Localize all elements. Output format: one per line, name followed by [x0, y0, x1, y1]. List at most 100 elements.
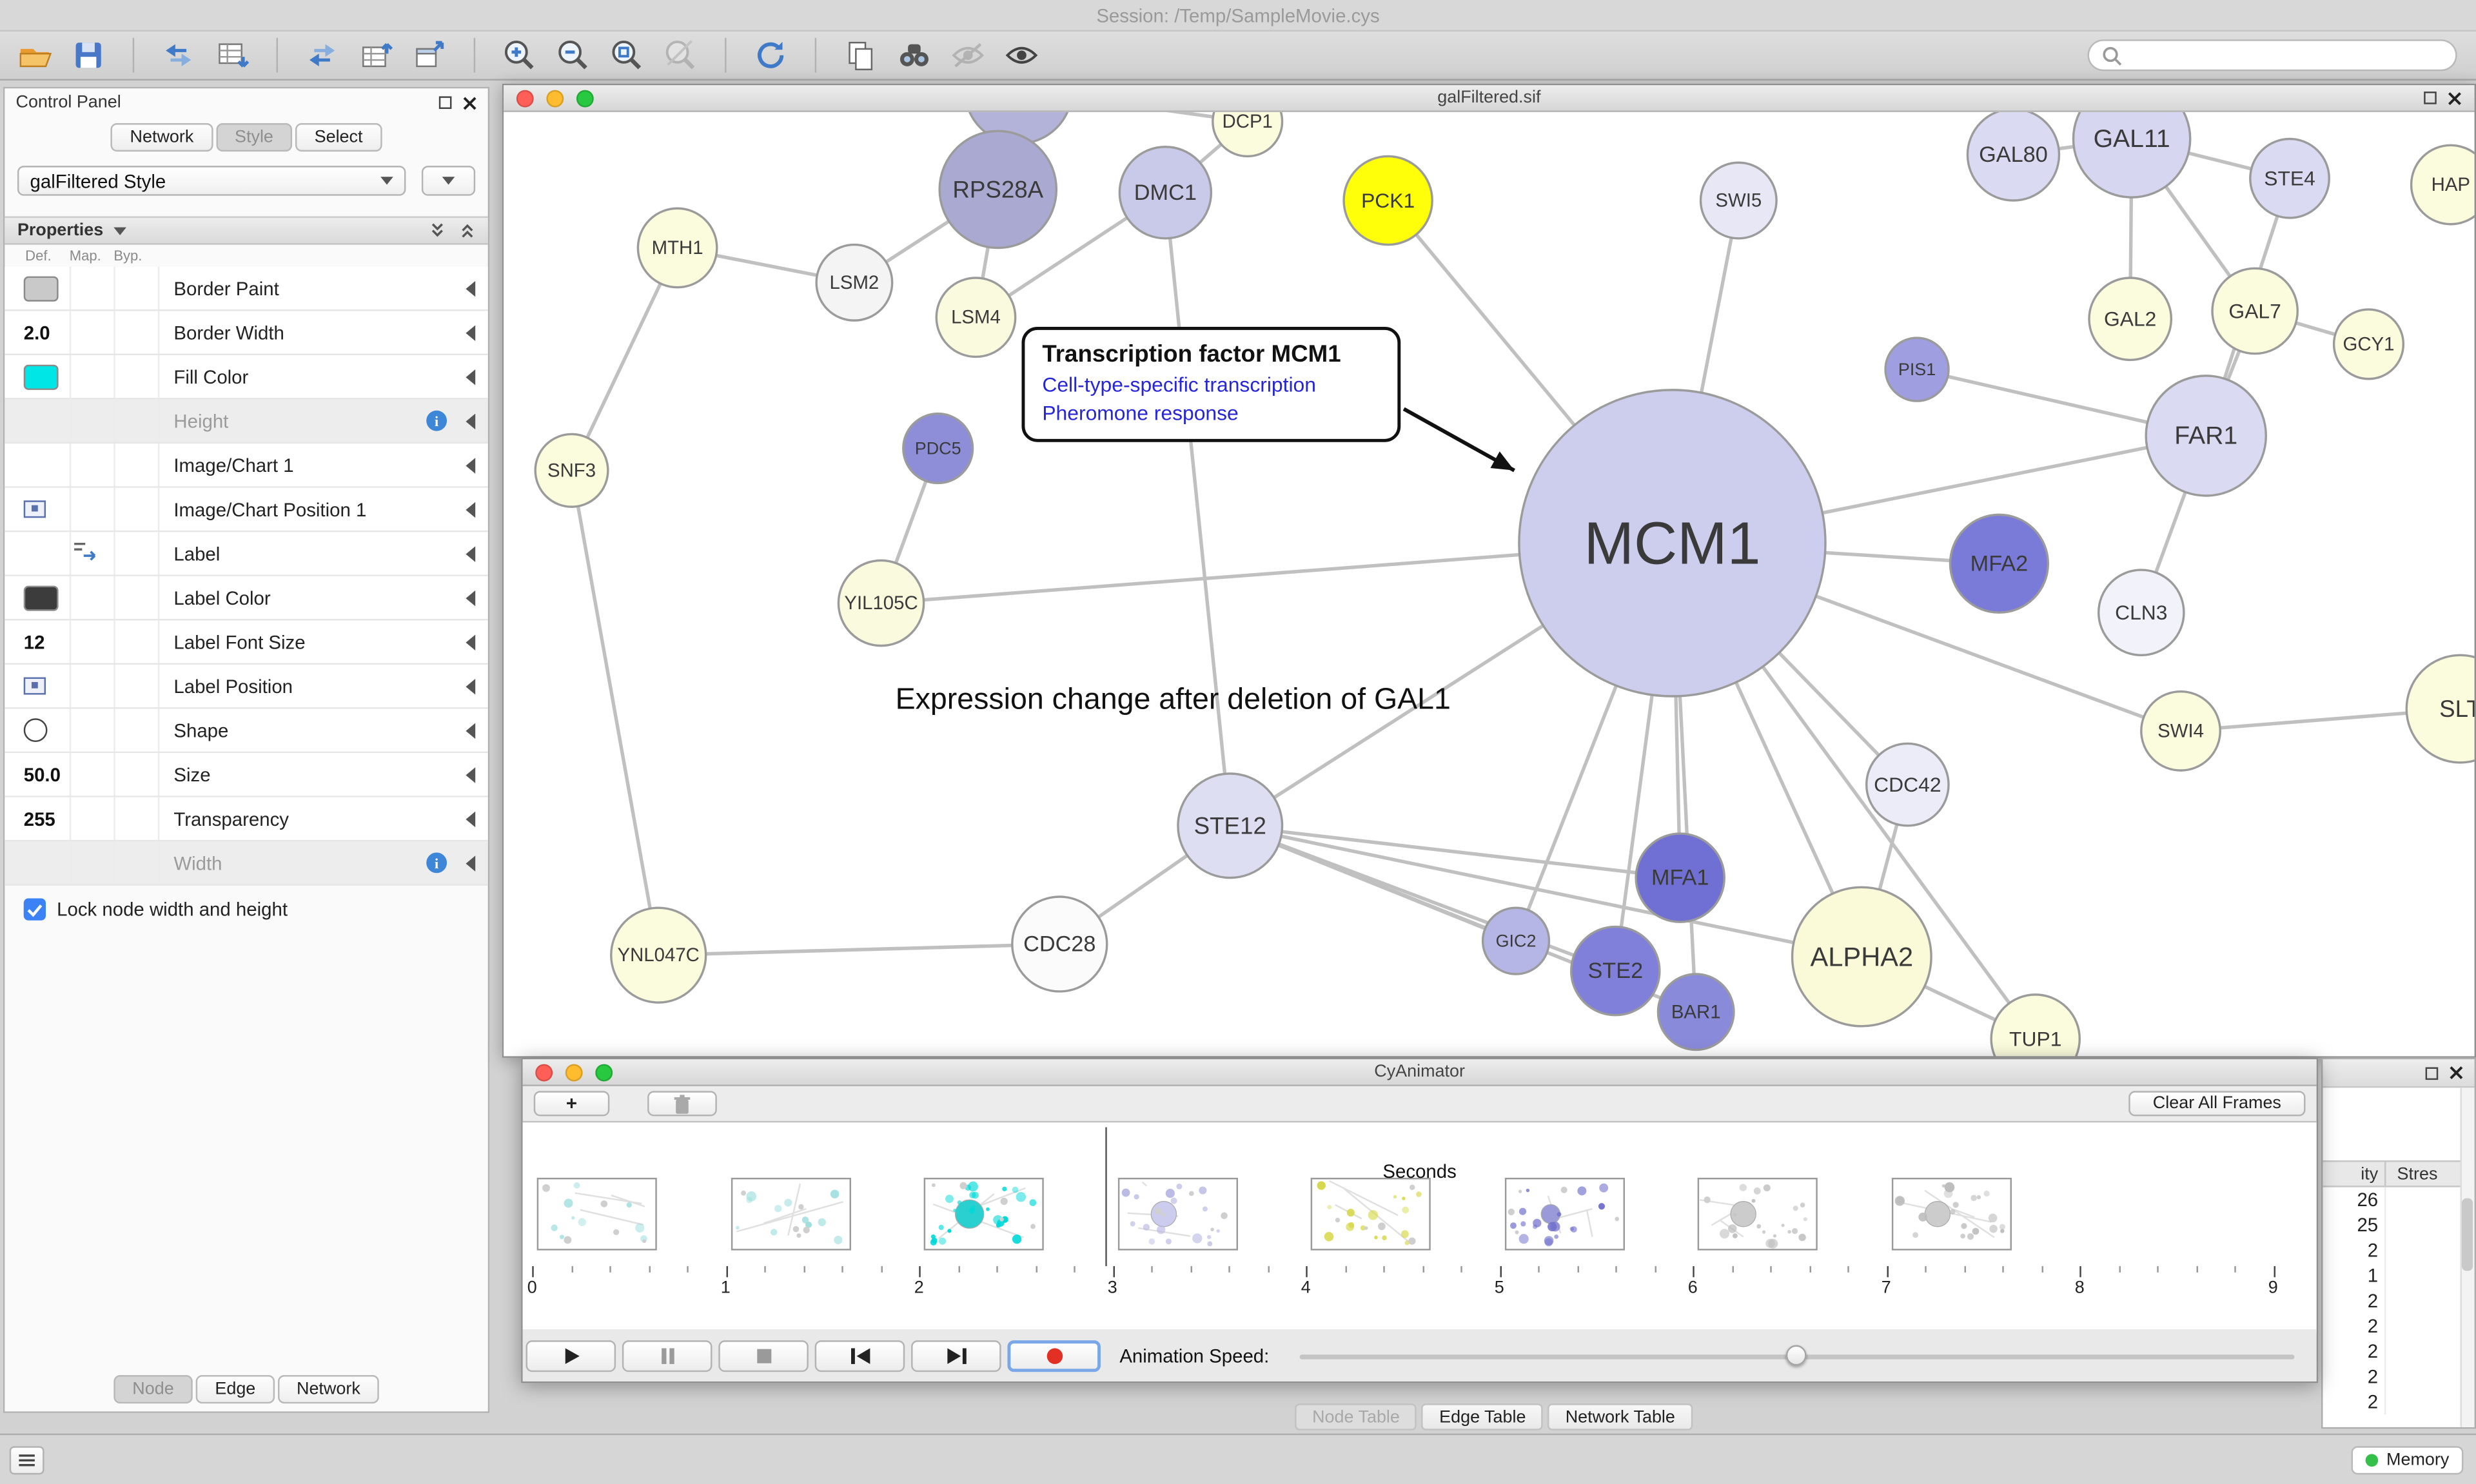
annotation-box[interactable]: Transcription factor MCM1 Cell-type-spec…: [1021, 326, 1401, 442]
expand-row-icon[interactable]: [466, 501, 476, 518]
property-row[interactable]: Label: [5, 532, 488, 576]
node-SLT[interactable]: [2405, 654, 2475, 764]
frame-thumbnail[interactable]: [730, 1177, 850, 1251]
default-cell[interactable]: [24, 532, 72, 575]
mapping-cell[interactable]: [71, 311, 115, 354]
property-row[interactable]: Label Position: [5, 665, 488, 709]
bypass-cell[interactable]: [115, 708, 160, 752]
node-PCK1[interactable]: [1342, 155, 1433, 246]
node-CLN3[interactable]: [2097, 569, 2185, 657]
frame-thumbnail[interactable]: [1504, 1177, 1624, 1251]
bypass-cell[interactable]: [115, 532, 160, 575]
float-panel-icon[interactable]: [438, 96, 452, 109]
node-TUP1[interactable]: [1990, 993, 2081, 1057]
open-session-button[interactable]: [13, 35, 57, 76]
zoom-in-button[interactable]: [497, 35, 542, 76]
table-row[interactable]: 2: [2323, 1363, 2474, 1390]
node-CDC28[interactable]: [1011, 895, 1108, 993]
expand-row-icon[interactable]: [466, 634, 476, 650]
table-col-ity[interactable]: ity: [2323, 1162, 2386, 1186]
default-value[interactable]: 12: [23, 630, 45, 653]
color-swatch[interactable]: [23, 364, 59, 389]
zoom-fit-button[interactable]: [605, 35, 649, 76]
zoom-selected-button[interactable]: [658, 35, 703, 76]
tab-network-table[interactable]: Network Table: [1548, 1403, 1693, 1430]
copy-button[interactable]: [838, 35, 883, 76]
bypass-cell[interactable]: [115, 665, 160, 708]
bypass-cell[interactable]: [115, 399, 160, 442]
close-window-icon[interactable]: [535, 1063, 553, 1081]
skip-forward-button[interactable]: [911, 1339, 1001, 1371]
default-cell[interactable]: 2.0: [24, 311, 72, 354]
expand-row-icon[interactable]: [466, 722, 476, 738]
expand-row-icon[interactable]: [466, 589, 476, 606]
close-view-icon[interactable]: [2448, 91, 2462, 105]
stop-button[interactable]: [718, 1339, 809, 1371]
tab-node-style[interactable]: Node: [113, 1375, 193, 1404]
minimize-window-icon[interactable]: [565, 1063, 583, 1081]
default-cell[interactable]: [23, 576, 72, 620]
close-window-icon[interactable]: [516, 89, 534, 107]
timeline-playhead[interactable]: [1105, 1127, 1107, 1267]
default-cell[interactable]: [23, 665, 72, 708]
first-neighbors-button[interactable]: [892, 35, 937, 76]
node-GAL7[interactable]: [2211, 267, 2299, 355]
mapping-cell[interactable]: [71, 355, 115, 398]
node-MTH1[interactable]: [636, 207, 718, 289]
show-all-button[interactable]: [999, 35, 1044, 76]
expand-row-icon[interactable]: [466, 456, 476, 473]
info-icon[interactable]: i: [426, 852, 447, 874]
node-SWI4[interactable]: [2140, 690, 2221, 772]
maximize-window-icon[interactable]: [595, 1063, 613, 1081]
table-row[interactable]: 1: [2323, 1263, 2474, 1289]
ellipse-icon[interactable]: [23, 718, 48, 743]
node-SWI5[interactable]: [1699, 161, 1778, 240]
table-row[interactable]: 25: [2323, 1212, 2474, 1238]
default-value[interactable]: 50.0: [23, 763, 61, 786]
bypass-cell[interactable]: [115, 576, 160, 620]
property-row[interactable]: Label Color: [5, 576, 488, 621]
node-PIS1[interactable]: [1884, 337, 1950, 402]
style-select[interactable]: galFiltered Style: [17, 166, 406, 196]
position-icon[interactable]: [23, 677, 46, 695]
table-row[interactable]: 2: [2323, 1389, 2474, 1415]
node-STE2[interactable]: [1570, 925, 1661, 1017]
mapping-cell[interactable]: [71, 444, 115, 487]
expand-row-icon[interactable]: [466, 810, 476, 827]
table-row[interactable]: 2: [2323, 1288, 2474, 1314]
expand-row-icon[interactable]: [466, 413, 476, 429]
node-DMC1[interactable]: [1118, 146, 1213, 240]
node-CDC42[interactable]: [1865, 742, 1950, 827]
default-value[interactable]: 255: [23, 807, 55, 830]
tab-select[interactable]: Select: [295, 123, 382, 152]
expand-row-icon[interactable]: [466, 324, 476, 340]
default-cell[interactable]: [24, 841, 72, 884]
style-options-button[interactable]: [421, 166, 476, 196]
node-GAL2[interactable]: [2088, 277, 2173, 362]
memory-button[interactable]: Memory: [2352, 1446, 2464, 1475]
search-input[interactable]: [2130, 44, 2443, 66]
bypass-cell[interactable]: [115, 266, 160, 310]
mapping-cell[interactable]: [71, 399, 115, 442]
bypass-cell[interactable]: [115, 841, 160, 884]
clear-frames-button[interactable]: Clear All Frames: [2128, 1091, 2306, 1117]
expand-row-icon[interactable]: [466, 855, 476, 871]
default-cell[interactable]: [23, 708, 72, 752]
table-row[interactable]: 2: [2323, 1313, 2474, 1339]
export-network-button[interactable]: [300, 35, 344, 76]
color-swatch[interactable]: [23, 275, 59, 301]
add-frame-button[interactable]: +: [533, 1091, 610, 1117]
node-MCM1[interactable]: [1518, 389, 1827, 698]
default-cell[interactable]: 50.0: [23, 753, 72, 796]
expand-all-icon[interactable]: [429, 222, 445, 238]
delete-frame-button[interactable]: [647, 1091, 717, 1117]
info-icon[interactable]: i: [426, 410, 447, 431]
pause-button[interactable]: [622, 1339, 712, 1371]
play-button[interactable]: [526, 1339, 616, 1371]
properties-header[interactable]: Properties: [5, 216, 488, 245]
property-row[interactable]: Shape: [5, 708, 488, 754]
